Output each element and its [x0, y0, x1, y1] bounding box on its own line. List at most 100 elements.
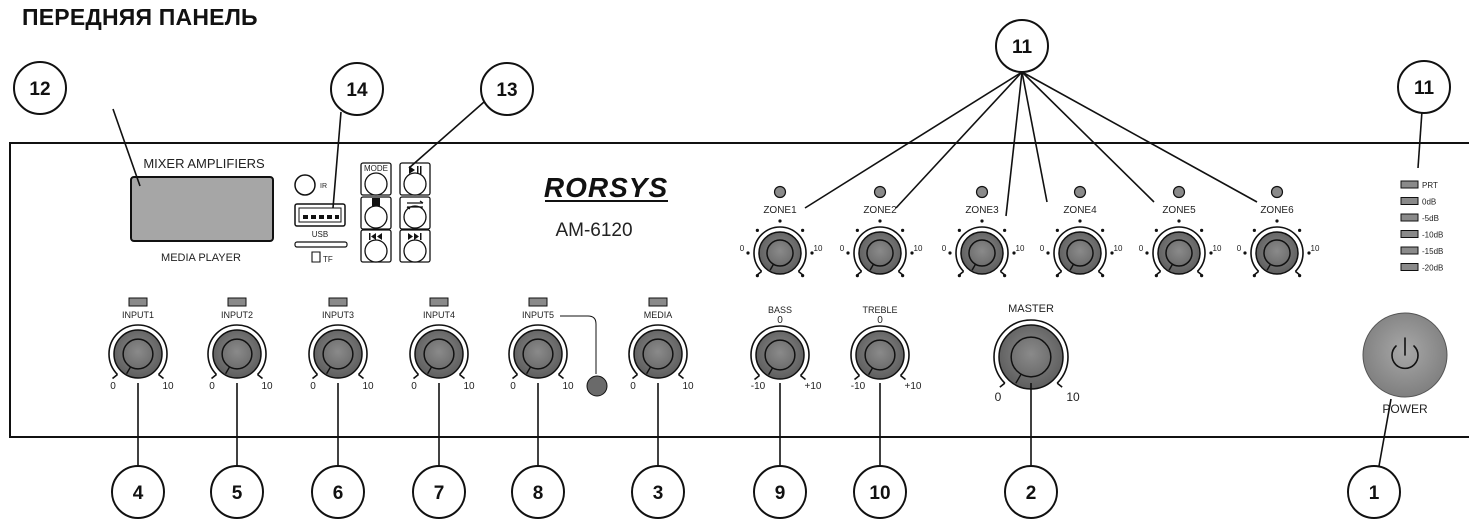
callout-leader	[408, 101, 485, 169]
mode-label: MODE	[364, 164, 388, 173]
zone-indicator-led	[975, 185, 989, 199]
callout-bubble	[995, 19, 1049, 73]
previous-track-icon	[369, 233, 382, 240]
zone-volume-knob-body	[858, 231, 902, 275]
zone-volume-knob-cap	[1165, 239, 1193, 267]
input-gain-knob-tick-max	[358, 373, 365, 380]
zone-volume-knob-scale-dot	[980, 219, 984, 223]
zone-volume-knob[interactable]	[846, 219, 914, 278]
zone-scale-max: 10	[814, 244, 823, 253]
input-scale-max: 10	[463, 381, 475, 392]
zone-volume-knob[interactable]	[948, 219, 1016, 278]
zone-volume-knob-scale-dot	[1209, 251, 1213, 255]
callout-leader	[895, 71, 1023, 209]
zone-volume-knob-scale-dot	[746, 251, 750, 255]
callout-bubble	[111, 465, 165, 519]
tf-card-slot[interactable]	[294, 241, 348, 248]
media-button-mode[interactable]: MODE	[360, 162, 392, 196]
callout-bubble	[412, 465, 466, 519]
zone-volume-knob-scale-dot	[755, 274, 759, 278]
input-gain-knob[interactable]	[108, 324, 168, 380]
media-button-next[interactable]	[399, 229, 431, 263]
callout-bubble	[753, 465, 807, 519]
tone-knob-tick-max	[800, 374, 807, 381]
input-gain-knob[interactable]	[409, 324, 469, 380]
power-label: POWER	[1382, 402, 1428, 416]
input-scale-min: 0	[510, 381, 516, 392]
tone-knob-tick-min	[753, 374, 760, 381]
callout-bubble-number: 6	[333, 483, 344, 504]
zone-scale-min: 0	[740, 244, 745, 253]
zone-volume-knob-body	[1157, 231, 1201, 275]
zone-scale-min: 0	[840, 244, 845, 253]
callout-bubble	[1397, 60, 1451, 114]
callout-bubble-number: 8	[533, 483, 544, 504]
zone-indicator-led	[1270, 185, 1284, 199]
zone-volume-knob-scale-dot	[910, 251, 914, 255]
meter-label: -15dB	[1422, 247, 1443, 256]
page-title: ПЕРЕДНЯЯ ПАНЕЛЬ	[22, 4, 258, 30]
zone-label: ZONE4	[1063, 205, 1097, 216]
input-gain-knob-tick-min	[311, 373, 318, 380]
input-gain-knob-arc	[628, 324, 688, 376]
callout-leader	[1005, 71, 1023, 217]
tone-knob[interactable]	[850, 325, 910, 381]
input-gain-knob-cap	[122, 338, 154, 370]
master-label: MASTER	[1008, 303, 1054, 315]
master-volume-knob[interactable]	[993, 319, 1069, 390]
media-button-repeat[interactable]	[399, 196, 431, 230]
meter-led	[1400, 180, 1419, 189]
tone-knob-pointer	[867, 367, 874, 376]
input-gain-knob-arc	[508, 324, 568, 376]
master-volume-knob-pointer	[1015, 373, 1022, 384]
zone-volume-knob-scale-dot	[1078, 219, 1082, 223]
input-scale-max: 10	[261, 381, 273, 392]
meter-led	[1400, 246, 1419, 255]
zone-volume-knob-scale-dot	[878, 219, 882, 223]
zone-volume-knob-scale-dot	[1275, 219, 1279, 223]
meter-led	[1400, 230, 1419, 238]
input-gain-knob-body	[414, 329, 464, 379]
input-gain-knob[interactable]	[628, 324, 688, 380]
zone-volume-knob-pointer	[1168, 263, 1174, 271]
zone-volume-knob-scale-dot	[1101, 274, 1105, 278]
zone-volume-knob[interactable]	[746, 219, 814, 278]
media-button-play-pause[interactable]	[399, 162, 431, 196]
input5-jack[interactable]	[586, 375, 608, 397]
media-button-previous[interactable]	[360, 229, 392, 263]
input-gain-knob-pointer	[224, 366, 231, 375]
input-gain-knob[interactable]	[308, 324, 368, 380]
display-top-label: MIXER AMPLIFIERS	[143, 156, 265, 171]
zone-volume-knob-cap	[766, 239, 794, 267]
input-gain-knob-tick-max	[257, 373, 264, 380]
zone-volume-knob-scale-dot	[1003, 274, 1007, 278]
callout-bubble-number: 7	[434, 483, 445, 504]
input-gain-knob-cap	[322, 338, 354, 370]
callout-bubble	[330, 62, 384, 116]
input-signal-led	[227, 297, 247, 307]
zone-volume-knob[interactable]	[1243, 219, 1311, 278]
zone-volume-knob-body	[960, 231, 1004, 275]
tone-knob[interactable]	[750, 325, 810, 381]
meter-label: -10dB	[1422, 231, 1443, 240]
tone-knob-pointer	[767, 367, 774, 376]
zone-label: ZONE3	[965, 205, 999, 216]
input-signal-led	[328, 297, 348, 307]
input-gain-knob-tick-min	[631, 373, 638, 380]
input-scale-min: 0	[110, 381, 116, 392]
callout-leader	[112, 108, 141, 187]
zone-volume-knob[interactable]	[1046, 219, 1114, 278]
meter-label: PRT	[1422, 181, 1438, 190]
callout-bubble	[480, 62, 534, 116]
media-button-stop[interactable]	[360, 196, 392, 230]
input-gain-knob[interactable]	[508, 324, 568, 380]
stop-icon	[372, 198, 380, 206]
zone-volume-knob-cap	[1263, 239, 1291, 267]
input-gain-knob[interactable]	[207, 324, 267, 380]
callout-leader	[1378, 398, 1392, 467]
zone-volume-knob[interactable]	[1145, 219, 1213, 278]
zone-scale-min: 0	[1040, 244, 1045, 253]
input-gain-knob-arc	[308, 324, 368, 376]
input-gain-knob-pointer	[525, 366, 532, 375]
